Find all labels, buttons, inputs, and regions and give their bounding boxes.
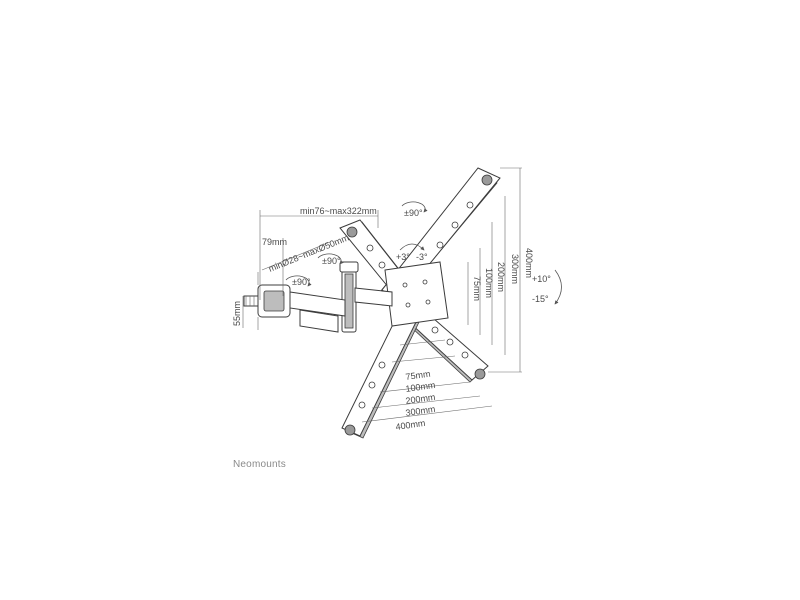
- tilt-small-icon: [399, 243, 425, 251]
- vesa-plate: [339, 167, 501, 439]
- brand-name: Neomounts: [233, 459, 286, 470]
- dimension-lines: [242, 167, 522, 423]
- arm-segment-outer: [354, 287, 393, 307]
- plate-pad: [346, 226, 358, 238]
- vesa-h-400-label: 400mm: [395, 418, 426, 432]
- vesa-v-75-label: 75mm: [472, 276, 482, 301]
- arm-segment-lower: [299, 309, 339, 333]
- clamp-height-label: 79mm: [262, 237, 287, 247]
- vesa-v-300-label: 300mm: [510, 254, 520, 284]
- plate-pad: [481, 174, 493, 186]
- vesa-v-200-label: 200mm: [496, 262, 506, 292]
- arm-range-label: min76~max322mm: [300, 206, 377, 216]
- pole-clamp: [243, 272, 291, 330]
- rotate-left-label: ±90°: [292, 277, 311, 287]
- vesa-h-300-label: 300mm: [405, 404, 436, 418]
- plate-pad: [344, 424, 356, 436]
- vesa-h-200-label: 200mm: [405, 392, 436, 406]
- rotate-mid-label: ±90°: [322, 256, 341, 266]
- vesa-v-400-label: 400mm: [524, 248, 534, 278]
- rotate-mid-icon: [317, 253, 344, 265]
- rotate-left-icon: [285, 275, 312, 287]
- clamp-base-label: 55mm: [232, 301, 242, 326]
- tilt-plus-small-label: +3°: [396, 252, 410, 262]
- rotation-indicators: [285, 201, 562, 305]
- rotate-top-label: ±90°: [404, 208, 423, 218]
- tilt-icon: [554, 269, 562, 305]
- plate-pad: [474, 368, 486, 380]
- articulating-arm: [289, 261, 393, 333]
- dimension-labels: min76~max322mm 79mm minØ28~maxØ50mm 55mm…: [232, 206, 551, 432]
- vesa-h-100-label: 100mm: [405, 380, 436, 394]
- tilt-down-label: -15°: [532, 294, 549, 304]
- rotate-top-icon: [401, 201, 428, 213]
- plate-hub: [384, 261, 449, 327]
- tilt-up-label: +10°: [532, 274, 551, 284]
- clamp-bolt: [243, 295, 259, 307]
- vesa-h-75-label: 75mm: [405, 369, 431, 382]
- vesa-v-100-label: 100mm: [484, 268, 494, 298]
- tilt-minus-small-label: -3°: [416, 252, 428, 262]
